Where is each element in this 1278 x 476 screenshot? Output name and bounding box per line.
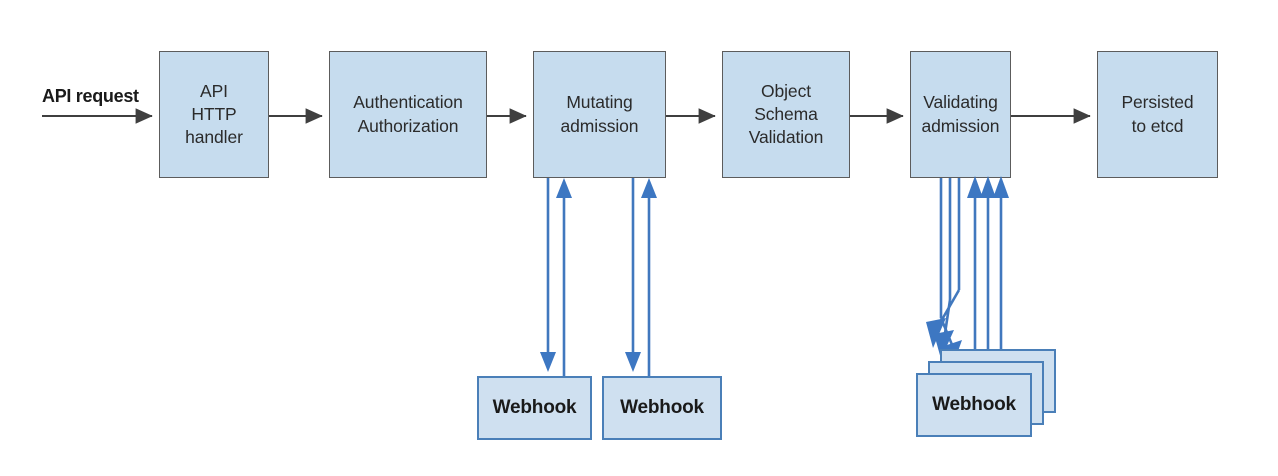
api-request-label: API request [42,86,139,106]
node-label-line: HTTP [191,103,237,124]
webhook-label: Webhook [932,394,1016,415]
node-label-line: Mutating [566,92,633,113]
webhook-box-mutating-2[interactable]: Webhook [602,376,722,440]
node-label-line: Validating [923,92,998,113]
webhook-label: Webhook [620,397,704,418]
node-label-line: Schema [754,103,818,124]
node-label-line: handler [185,127,243,148]
node-label-line: Authentication [353,92,463,113]
validating-webhook-3-call [926,178,961,348]
webhook-box-mutating-1[interactable]: Webhook [477,376,592,440]
webhook-label: Webhook [492,397,577,418]
webhook-box-validating-3[interactable]: Webhook [916,373,1032,437]
node-label-line: Validation [748,127,824,148]
node-label-line: Authorization [357,115,459,136]
node-label-line: admission [560,115,639,136]
node-label-line: Object [761,80,811,101]
node-label-line: admission [921,115,1000,136]
node-label-line: to etcd [1131,115,1184,136]
node-label-line: Persisted [1121,92,1194,113]
mutating-webhook-1-call [540,178,556,372]
mutating-webhook-2-call [625,178,641,372]
node-label-line: API [200,80,228,101]
